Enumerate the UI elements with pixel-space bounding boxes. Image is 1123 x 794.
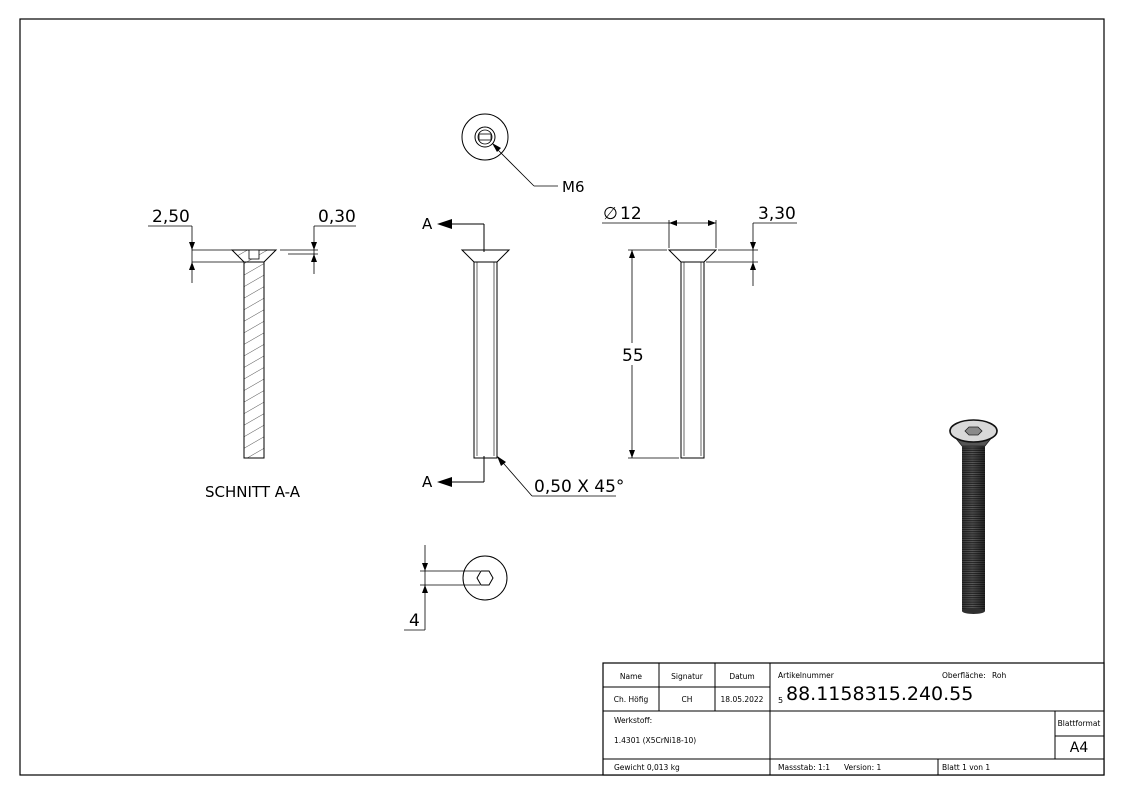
top-socket-icon	[478, 133, 492, 141]
section-arrow-icon	[437, 477, 452, 487]
dim-hex-size: 4	[409, 611, 420, 631]
top-inner-circle	[477, 129, 493, 145]
tb-blatt: Blatt 1 von 1	[942, 763, 990, 772]
dim-text-background	[620, 343, 644, 365]
tb-artikel-prefix: 5	[778, 696, 783, 705]
tb-signatur-header: Signatur	[671, 672, 704, 681]
arrow-icon	[750, 242, 756, 250]
arrow-icon	[311, 254, 317, 262]
arrow-icon	[708, 220, 716, 226]
side-head	[667, 249, 718, 263]
tb-blattformat-value: A4	[1070, 740, 1089, 756]
arrow-icon	[629, 250, 635, 258]
arrow-icon	[189, 242, 195, 250]
bottom-view: 4	[404, 545, 508, 631]
tb-gewicht: Gewicht 0,013 kg	[614, 763, 680, 772]
iso-tip	[962, 608, 985, 614]
dim-chamfer: 0,50 X 45°	[534, 477, 624, 497]
section-marker-top: A	[422, 215, 433, 233]
arrow-icon	[492, 143, 501, 152]
arrow-icon	[311, 242, 317, 250]
section-marker-bottom: A	[422, 473, 433, 491]
arrow-icon	[629, 450, 635, 458]
tb-name-header: Name	[620, 672, 643, 681]
section-view-a-a: 2,50 0,30 SCHNITT A-A	[148, 207, 356, 501]
front-head	[460, 249, 511, 263]
front-shank	[473, 261, 498, 459]
leader-line	[493, 145, 535, 187]
dim-length: 55	[622, 346, 644, 366]
arrow-icon	[750, 262, 756, 270]
hex-socket-icon	[476, 570, 494, 586]
sheet-frame	[19, 18, 1105, 776]
tb-oberflaeche-label: Oberfläche:	[942, 671, 986, 680]
dim-head-depth: 2,50	[152, 207, 190, 227]
tb-oberflaeche-value: Roh	[992, 671, 1006, 680]
thread-callout: M6	[562, 178, 585, 196]
arrow-icon	[422, 563, 428, 571]
tb-version: Version: 1	[844, 763, 881, 772]
top-view: M6	[461, 113, 585, 196]
tb-artikel-label: Artikelnummer	[778, 671, 835, 680]
arrow-icon	[422, 585, 428, 593]
dim-head-height: 3,30	[758, 204, 796, 224]
title-block: Name Signatur Datum Ch. Höfig CH 18.05.2…	[602, 662, 1105, 776]
iso-shank-shade	[962, 441, 985, 611]
arrow-icon	[189, 262, 195, 270]
diameter-symbol: ∅	[603, 204, 618, 224]
tb-datum-value: 18.05.2022	[721, 695, 764, 704]
section-hex-socket	[248, 249, 260, 260]
tb-werkstoff-label: Werkstoff:	[614, 716, 652, 725]
section-label: SCHNITT A-A	[205, 483, 301, 501]
title-block-frame	[602, 662, 1105, 776]
tb-blattformat-label: Blattformat	[1058, 719, 1101, 728]
tb-signatur-value: CH	[682, 695, 693, 704]
tb-massstab: Massstab: 1:1	[778, 763, 830, 772]
side-view: ∅ 12 3,30 55	[602, 204, 797, 459]
isometric-screw-render	[949, 419, 998, 614]
section-arrow-icon	[437, 219, 452, 229]
front-view: A A 0,50 X 45°	[422, 215, 624, 497]
tb-artikel-number: 88.1158315.240.55	[786, 683, 973, 705]
tb-datum-header: Datum	[729, 672, 754, 681]
arrow-icon	[669, 220, 677, 226]
iso-hex-socket-icon	[964, 426, 983, 436]
section-shank	[243, 261, 265, 459]
dim-head-diameter: 12	[620, 204, 642, 224]
tb-werkstoff-value: 1.4301 (X5CrNi18-10)	[614, 736, 696, 745]
side-shank	[680, 261, 705, 459]
tb-name-value: Ch. Höfig	[614, 695, 649, 704]
dim-counterbore: 0,30	[318, 207, 356, 227]
arrow-icon	[497, 456, 506, 466]
